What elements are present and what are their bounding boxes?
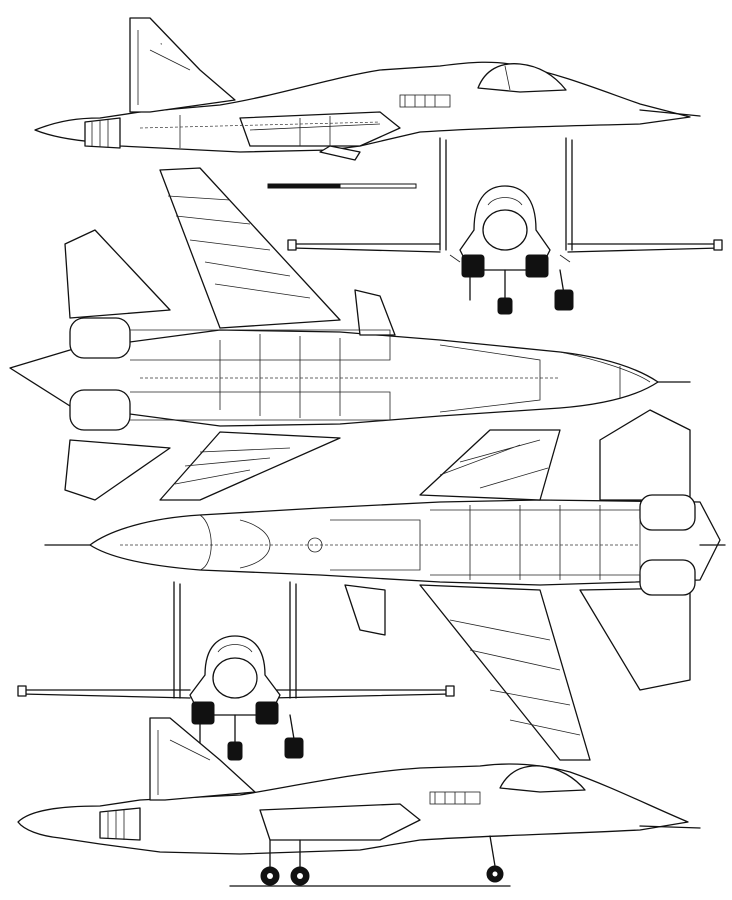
left-intake <box>461 254 485 278</box>
engine-nozzle <box>84 117 121 149</box>
svg-text:,: , <box>160 37 162 46</box>
upper-stabilizer <box>64 229 171 319</box>
scale-bar <box>267 183 417 189</box>
lower-stabilizer <box>64 439 171 501</box>
engine-upper <box>69 317 131 359</box>
vertical-tail-bottom <box>149 717 256 801</box>
side-view-top: , <box>34 17 701 161</box>
underside-view <box>44 409 726 761</box>
plan-view-top <box>9 167 691 501</box>
canopy <box>477 63 567 93</box>
underside-lower-wing <box>419 584 591 761</box>
underside-upper-wing <box>419 429 561 501</box>
lower-wing <box>159 431 341 501</box>
engine-lower <box>69 389 131 431</box>
upper-wing <box>159 167 341 329</box>
front-view-bottom <box>17 581 455 761</box>
right-intake <box>525 254 549 278</box>
front-view-top <box>287 137 723 315</box>
vertical-tail <box>129 17 236 113</box>
upper-canard <box>354 289 396 336</box>
side-view-bottom <box>17 717 701 887</box>
